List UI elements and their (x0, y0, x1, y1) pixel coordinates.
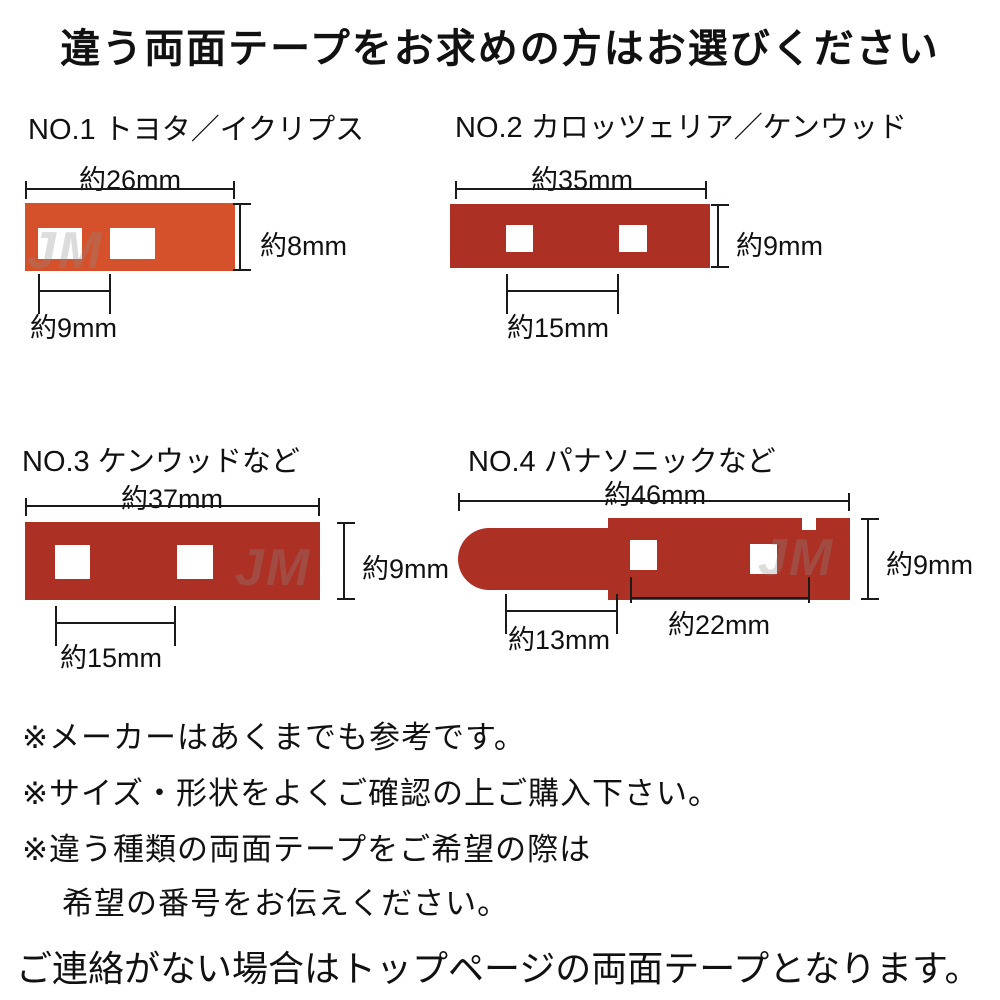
tape4-hole-left (630, 540, 657, 570)
tape3-width-dim-line (25, 498, 320, 516)
watermark: JM (235, 539, 312, 597)
tape3-heading: NO.3 ケンウッドなど (22, 446, 300, 478)
note-check-size: ※サイズ・形状をよくご確認の上ご購入下さい。 (22, 776, 721, 811)
tape3-height-dim-label: 約9mm (362, 554, 449, 584)
tape2-height-dim-label: 約9mm (736, 231, 823, 261)
tape1-width-dim-line (25, 181, 235, 199)
tape4-height-dim-label: 約9mm (886, 550, 973, 580)
footer-default-notice: ご連絡がない場合はトップページの両面テープとなります。 (16, 948, 981, 989)
tape2-width-dim-label: 約35mm (530, 165, 633, 195)
page-title: 違う両面テープをお求めの方はお選びください (60, 27, 940, 71)
note-different-tape: ※違う種類の両面テープをご希望の際は (22, 832, 592, 867)
tape2-heading: NO.2 カロッツェリア／ケンウッド (455, 112, 907, 144)
tape4-heading: NO.4 パナソニックなど (468, 446, 776, 478)
tape1-shape: JM (25, 203, 235, 280)
tape2-width-dim-line (455, 181, 707, 199)
tape3-hole-left (55, 545, 90, 579)
tape2-pitch-dim-label: 約15mm (507, 313, 610, 343)
note-tell-number: 希望の番号をお伝えください。 (62, 886, 510, 921)
tape3-pitch-dim-label: 約15mm (60, 643, 163, 673)
tape4-pitch-dim-label: 約13mm (508, 625, 611, 655)
tape3-shape: JM (25, 522, 320, 600)
tape3-height-dim-line (337, 522, 355, 600)
tape4-pitch-dim-line (505, 594, 618, 634)
note-maker-reference: ※メーカーはあくまでも参考です。 (22, 720, 526, 755)
tape3-pitch-dim-line (55, 606, 176, 646)
tape4-height-dim-line (861, 518, 879, 600)
tape4-top-notch (802, 518, 816, 530)
tape1-height-dim-line (233, 203, 251, 271)
tape1-pitch-dim-label: 約9mm (30, 313, 117, 343)
tape4-rounded-end (458, 528, 648, 590)
tape4-pitch2-dim-line (630, 577, 810, 603)
tape1-pitch-dim-line (38, 274, 111, 314)
tape2-pitch-dim-line (506, 274, 619, 314)
tape2-shape (450, 204, 710, 268)
tape3-width-dim-label: 約37mm (120, 484, 223, 514)
tape1-height-dim-label: 約8mm (260, 231, 347, 261)
tape2-height-dim-line (711, 204, 729, 268)
tape2-hole-right (619, 225, 647, 252)
tape3-hole-right (177, 545, 213, 579)
tape4-width-dim-line (458, 493, 850, 511)
tape4-hole-right (750, 544, 777, 574)
tape4-width-dim-label: 約46mm (603, 480, 706, 510)
tape1-width-dim-label: 約26mm (78, 165, 181, 195)
tape4-pitch2-dim-label: 約22mm (668, 610, 771, 640)
tape1-heading: NO.1 トヨタ／イクリプス (28, 114, 365, 146)
tape2-hole-left (506, 225, 533, 252)
tape1-hole-left (38, 228, 82, 259)
tape4-shape: JM (458, 518, 850, 602)
tape1-hole-right (110, 228, 155, 259)
